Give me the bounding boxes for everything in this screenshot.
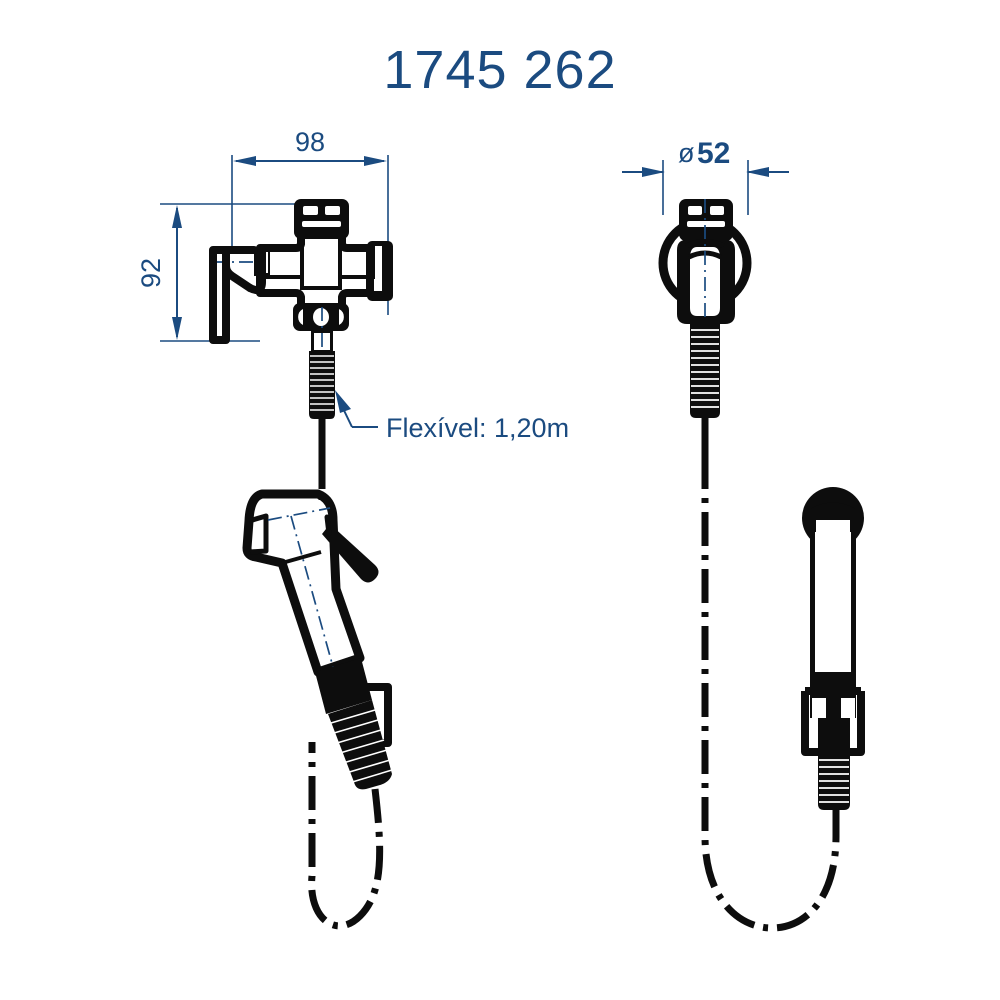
dimension-width-98: 98	[231, 127, 389, 315]
hose-connector-ribbed	[309, 307, 335, 419]
diameter-value: 52	[697, 137, 730, 170]
front-elevation-view: ø 52	[622, 137, 865, 932]
valve-handle-front	[677, 199, 735, 324]
dimension-height-label: 92	[136, 258, 166, 288]
diameter-symbol: ø	[678, 138, 695, 168]
spray-gun	[242, 489, 393, 790]
dimension-diameter-52: ø 52	[622, 137, 789, 215]
valve-stem-cap	[294, 199, 349, 239]
flexible-hose-front-loop	[701, 455, 840, 932]
dimension-width-label: 98	[295, 127, 325, 157]
hose-note-label: Flexível: 1,20m	[386, 413, 569, 443]
valve-outlet-collar	[293, 303, 349, 331]
dimension-height-92: 92	[136, 203, 300, 342]
wall-mount-valve-body	[254, 199, 375, 331]
lever-handle	[209, 246, 266, 344]
side-elevation-view: 98 92	[136, 127, 569, 930]
hose-note-callout: Flexível: 1,20m	[335, 390, 569, 443]
hose-connector-ribbed-front	[690, 318, 720, 418]
flexible-hose-loop	[308, 742, 384, 930]
spray-head-front	[801, 487, 865, 810]
page-title: 1745 262	[383, 40, 616, 100]
